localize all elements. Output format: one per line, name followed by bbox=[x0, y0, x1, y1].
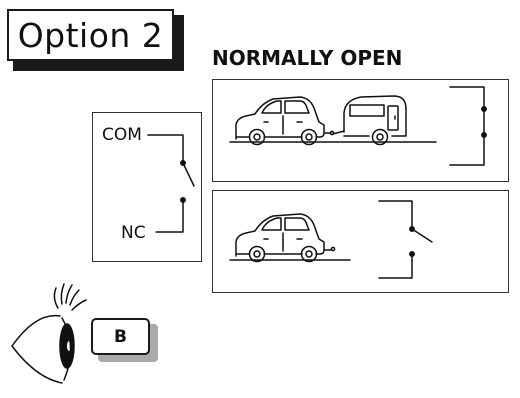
caravan-icon bbox=[332, 95, 407, 146]
car-icon-solo bbox=[229, 213, 351, 263]
trailer-disconnected-panel bbox=[212, 190, 509, 293]
b-key-button: B bbox=[91, 318, 150, 355]
nc-terminal-label: NC bbox=[121, 223, 146, 243]
eye-icon bbox=[11, 283, 87, 384]
normally-open-heading: NORMALLY OPEN bbox=[212, 46, 403, 70]
com-terminal-label: COM bbox=[102, 125, 142, 145]
car-icon bbox=[229, 96, 437, 146]
closed-switch-icon bbox=[449, 86, 487, 166]
open-switch-icon bbox=[378, 200, 433, 279]
option-label: Option 2 bbox=[7, 9, 174, 61]
relay-switch-icon bbox=[147, 134, 195, 233]
